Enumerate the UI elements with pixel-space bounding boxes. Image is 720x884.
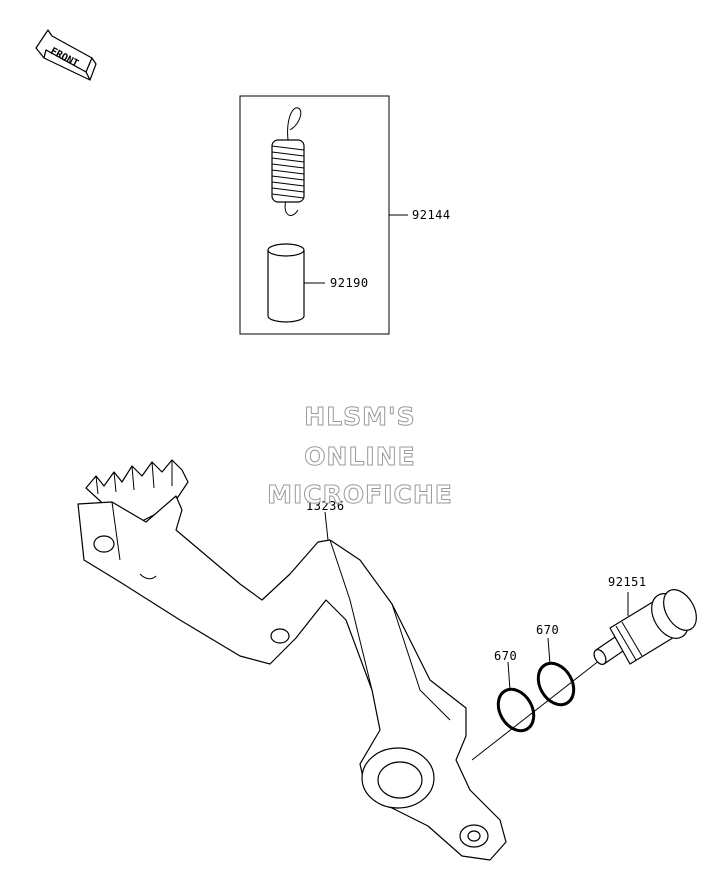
watermark-line3: MICROFICHE xyxy=(267,480,453,509)
part-label-670-right: 670 xyxy=(536,623,559,637)
leader-670-left xyxy=(507,661,511,691)
leader-13236 xyxy=(324,511,329,541)
part-label-13236: 13236 xyxy=(306,499,345,513)
watermark: HLSM'S ONLINE MICROFICHE xyxy=(267,402,453,510)
leader-670-right xyxy=(547,637,551,665)
part-label-92144: 92144 xyxy=(412,208,451,222)
part-label-92151: 92151 xyxy=(608,575,647,589)
o-ring-left xyxy=(496,687,536,733)
kit-box xyxy=(239,95,390,335)
axis-line xyxy=(471,659,601,761)
front-arrow-icon: FRONT xyxy=(35,29,97,81)
pivot-bolt xyxy=(593,589,697,665)
spring xyxy=(271,107,305,216)
part-label-670-left: 670 xyxy=(494,649,517,663)
sleeve xyxy=(267,243,305,323)
o-ring-right xyxy=(536,661,576,707)
watermark-line1: HLSM'S xyxy=(304,402,415,431)
part-label-92190: 92190 xyxy=(330,276,369,290)
brake-pedal xyxy=(77,459,507,861)
watermark-line2: ONLINE xyxy=(304,442,415,471)
